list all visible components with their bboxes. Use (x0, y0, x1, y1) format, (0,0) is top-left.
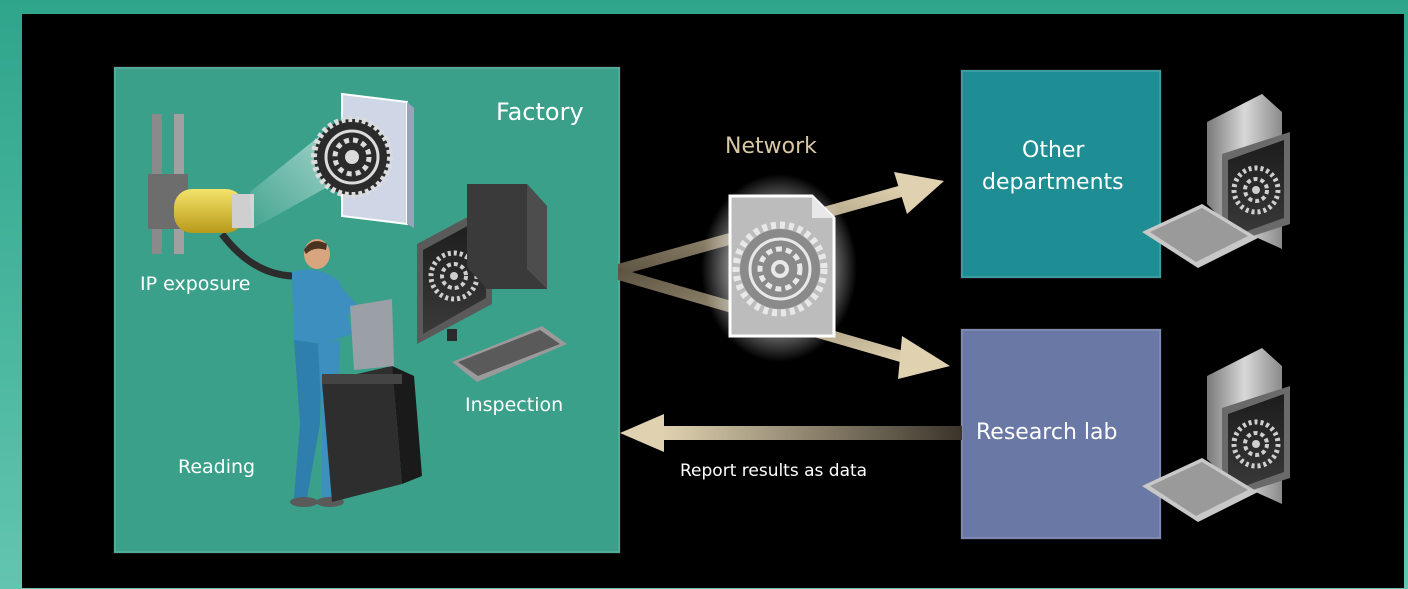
report-label: Report results as data (680, 461, 868, 481)
other-departments-label-line1: Other (1022, 138, 1085, 163)
diagram-canvas: Factory IP exposure Reading Inspection N… (22, 14, 1404, 588)
research-lab-box (961, 329, 1161, 539)
research-lab-label: Research lab (976, 420, 1118, 445)
ip-exposure-label: IP exposure (140, 273, 251, 295)
factory-label: Factory (496, 98, 584, 126)
inspection-label: Inspection (465, 394, 564, 416)
gear-icon (311, 116, 393, 198)
desktop-computer-icon (1142, 94, 1290, 268)
desktop-computer-icon (1142, 348, 1290, 522)
other-departments-label-line2: departments (982, 170, 1124, 195)
data-file-icon (701, 174, 857, 362)
report-arrow-left (620, 414, 962, 452)
reading-label: Reading (178, 456, 256, 478)
desktop-computer-icon (417, 184, 567, 382)
other-departments-box (961, 70, 1161, 278)
diagram-graphics (148, 92, 1290, 522)
reader-machine-icon (322, 299, 422, 502)
network-label: Network (725, 134, 817, 159)
